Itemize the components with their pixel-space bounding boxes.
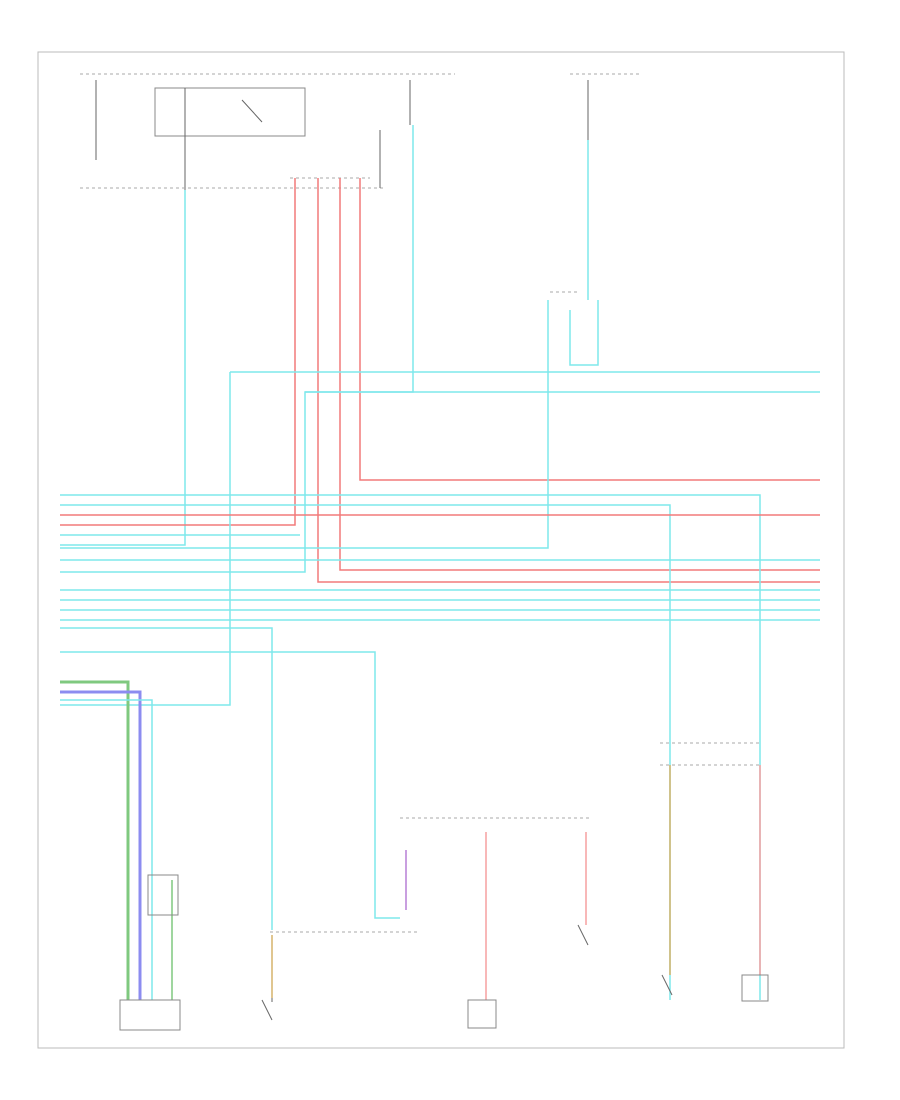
relay-module-box [147, 874, 179, 916]
fuse-box-right-group [570, 73, 640, 140]
wire-red-1 [60, 178, 296, 526]
wire-left-16 [60, 651, 400, 919]
rear-switch-left [661, 974, 673, 996]
wire-cyan-module [60, 699, 153, 1000]
door-lock-left-switch [261, 998, 273, 1021]
wire-red-2 [317, 178, 820, 583]
wire-red-3 [339, 178, 820, 571]
rear-switch-right-box [741, 974, 769, 1002]
door-lock-right-switch [577, 924, 589, 946]
module-bottom-left-box [119, 999, 181, 1031]
wire-blue-module [60, 690, 142, 1000]
door-lock-center-box [467, 999, 497, 1029]
wire-cyan-relay [60, 190, 186, 546]
fuse-box-left-group [80, 73, 385, 190]
wire-left-15 [60, 627, 273, 930]
wire-green-module [60, 680, 130, 1000]
relay-left-box [154, 87, 306, 137]
wire-bus-1-down [60, 372, 231, 706]
wire-cyan-right-loop [569, 300, 599, 366]
wire-red-4 [359, 178, 820, 481]
diagram-border [37, 51, 845, 1049]
fuse-box-mid-group [370, 73, 455, 188]
relay-left-switch [241, 99, 263, 123]
wire-cyan-right-down [60, 300, 549, 549]
